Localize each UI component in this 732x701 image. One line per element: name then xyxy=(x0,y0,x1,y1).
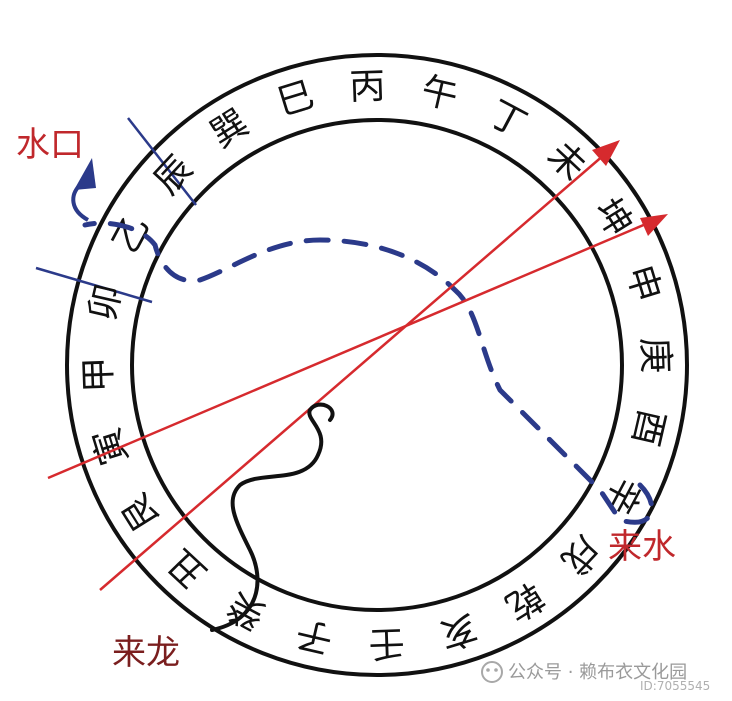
ring-characters: 巽巳丙午丁未坤申庚酉辛戌乾亥壬子癸丑艮寅甲卯乙辰 xyxy=(78,66,676,664)
water-flow-dashed xyxy=(82,220,655,525)
wechat-icon-dot-1 xyxy=(486,668,490,672)
ring-char-21: 甲 xyxy=(78,356,120,393)
wechat-icon xyxy=(481,661,503,683)
ring-char-6: 未 xyxy=(539,134,593,189)
watermark: 公众号 · 赖布衣文化园 ID:7055545 xyxy=(481,661,710,693)
red-axis-arrow-2 xyxy=(592,140,620,166)
water-outlet-label: 水口 xyxy=(16,125,84,165)
ring-char-9: 庚 xyxy=(634,337,676,374)
inner-ring xyxy=(130,118,624,612)
outer-ring xyxy=(65,53,689,677)
ring-char-24: 辰 xyxy=(146,148,201,202)
ring-char-2: 巳 xyxy=(272,74,318,124)
ring-char-22: 卯 xyxy=(82,280,130,324)
watermark-text: 公众号 · 赖布衣文化园 xyxy=(508,662,687,683)
ring-char-7: 坤 xyxy=(586,192,640,244)
ring-char-5: 丁 xyxy=(482,93,533,146)
red-axis-arrow-1 xyxy=(640,214,668,236)
ring-char-13: 乾 xyxy=(498,574,550,628)
red-axis-line-2 xyxy=(99,147,613,591)
ring-char-1: 巽 xyxy=(204,102,256,156)
ring-char-8: 申 xyxy=(618,260,668,306)
red-axis-line-1 xyxy=(47,216,661,480)
ring-char-18: 丑 xyxy=(160,541,214,596)
water-outlet-curve xyxy=(71,183,90,222)
ring-char-14: 亥 xyxy=(435,606,481,656)
boundary-line-lower xyxy=(35,266,153,304)
ring-char-19: 艮 xyxy=(114,486,168,538)
ring-char-4: 午 xyxy=(417,70,461,118)
incoming-dragon-label: 来龙 xyxy=(112,633,180,673)
ring-char-23: 乙 xyxy=(105,209,158,260)
water-outlet-arrowhead xyxy=(74,158,96,190)
incoming-water-label: 来水 xyxy=(608,527,676,567)
ring-char-15: 壬 xyxy=(368,622,405,664)
ring-char-20: 寅 xyxy=(86,423,136,469)
ring-char-3: 丙 xyxy=(349,66,386,108)
watermark-id: ID:7055545 xyxy=(640,679,710,693)
ring-char-16: 子 xyxy=(292,612,336,660)
ring-char-12: 戌 xyxy=(553,527,608,581)
ring-char-10: 酉 xyxy=(624,405,672,449)
boundary-line-upper xyxy=(127,117,197,206)
incoming-dragon-line xyxy=(210,402,335,632)
wechat-icon-dot-2 xyxy=(494,668,498,672)
